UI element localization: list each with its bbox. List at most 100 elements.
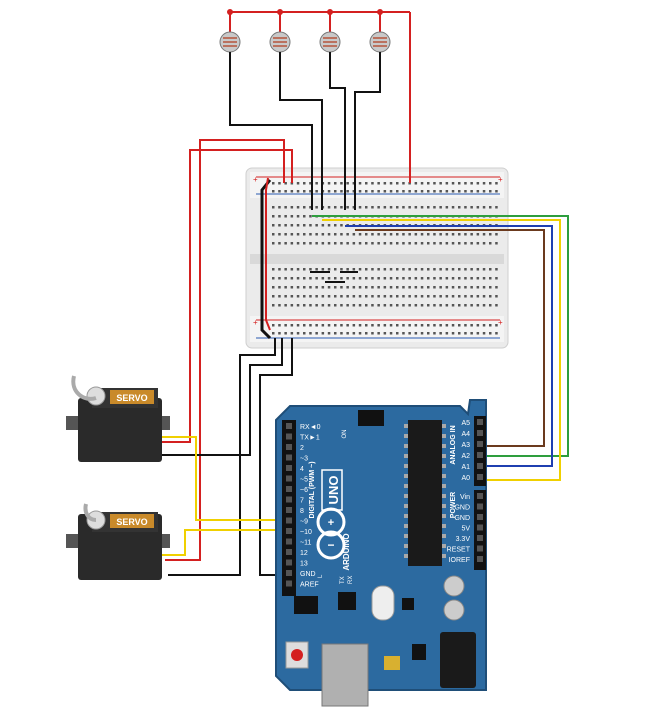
breadboard-hole [482, 182, 486, 185]
breadboard-hole [470, 206, 473, 209]
breadboard-hole [334, 182, 337, 185]
breadboard-hole [340, 190, 343, 193]
breadboard-hole [358, 277, 362, 280]
breadboard-hole [296, 277, 300, 280]
digital-pin-hole [286, 496, 292, 503]
breadboard-hole [414, 206, 418, 209]
power-pin-label: Vin [460, 494, 470, 501]
breadboard-hole [489, 206, 492, 209]
breadboard-hole [327, 277, 331, 280]
breadboard-hole [303, 324, 306, 327]
breadboard-hole [414, 182, 418, 185]
breadboard-hole [495, 332, 498, 335]
breadboard-hole [358, 242, 362, 245]
breadboard-hole [278, 224, 281, 227]
breadboard-hole [309, 332, 312, 335]
breadboard-hole [482, 277, 486, 280]
breadboard-hole [352, 190, 356, 193]
breadboard-hole [334, 277, 337, 280]
icsp-header [358, 410, 384, 426]
breadboard-hole [321, 304, 325, 307]
breadboard-hole [439, 268, 442, 271]
breadboard-hole [346, 206, 349, 209]
power-pin-label: IOREF [449, 557, 470, 564]
breadboard-hole [352, 286, 356, 289]
breadboard-hole [420, 304, 424, 307]
reset-button-cap[interactable] [291, 649, 303, 661]
breadboard-hole [451, 233, 455, 236]
analog-pin-hole [477, 474, 483, 480]
breadboard-hole [458, 268, 461, 271]
breadboard-hole [334, 233, 337, 236]
breadboard-hole [309, 286, 312, 289]
breadboard-hole [476, 242, 480, 245]
breadboard-hole [377, 304, 380, 307]
breadboard-hole [451, 190, 455, 193]
breadboard-hole [290, 295, 294, 298]
breadboard-hole [309, 242, 312, 245]
chip-pin [442, 464, 446, 468]
usb-port[interactable] [321, 643, 369, 707]
breadboard-hole [334, 206, 337, 209]
breadboard-hole [272, 233, 275, 236]
breadboard-hole [371, 332, 374, 335]
rx-label: RX [348, 576, 354, 584]
breadboard-hole [321, 268, 325, 271]
digital-pin-label: TX►1 [300, 435, 320, 442]
power-wires [162, 139, 293, 561]
breadboard-hole [408, 206, 411, 209]
breadboard-hole [296, 324, 300, 327]
breadboard-hole [327, 242, 331, 245]
breadboard-hole [495, 190, 498, 193]
breadboard-hole [303, 182, 306, 185]
breadboard-hole [408, 286, 411, 289]
breadboard-hole [489, 268, 492, 271]
breadboard-hole [284, 215, 287, 218]
breadboard-hole [377, 332, 380, 335]
breadboard-hole [427, 295, 430, 298]
breadboard-hole [383, 268, 387, 271]
breadboard-hole [396, 277, 399, 280]
breadboard-hole [495, 304, 498, 307]
breadboard-hole [365, 190, 368, 193]
atmega-chip [408, 420, 442, 566]
breadboard-hole [340, 277, 343, 280]
breadboard-hole [420, 277, 424, 280]
breadboard-hole [358, 206, 362, 209]
breadboard-hole [427, 277, 430, 280]
breadboard-hole [420, 242, 424, 245]
ldr-wires [229, 52, 381, 210]
breadboard-hole [340, 286, 343, 289]
breadboard-hole [482, 324, 486, 327]
breadboard-hole [482, 268, 486, 271]
breadboard-hole [296, 332, 300, 335]
breadboard-hole [296, 242, 300, 245]
breadboard-hole [451, 332, 455, 335]
breadboard-hole [352, 277, 356, 280]
breadboard-hole [495, 242, 498, 245]
breadboard-hole [278, 295, 281, 298]
breadboard-hole [489, 286, 492, 289]
power-jack[interactable] [440, 632, 476, 688]
breadboard-hole [482, 295, 486, 298]
breadboard-hole [464, 233, 467, 236]
breadboard-hole [495, 233, 498, 236]
plus-mark-icon: + [498, 318, 503, 327]
breadboard-hole [408, 295, 411, 298]
breadboard-hole [445, 332, 449, 335]
analog-pin-hole [477, 419, 483, 425]
breadboard-hole [489, 277, 492, 280]
breadboard-hole [445, 324, 449, 327]
breadboard-hole [445, 286, 449, 289]
breadboard-hole [482, 304, 486, 307]
svg-text:+: + [328, 517, 334, 529]
chip-pin [404, 474, 408, 478]
breadboard-hole [371, 190, 374, 193]
breadboard-hole [340, 233, 343, 236]
breadboard-hole [458, 295, 461, 298]
breadboard-hole [272, 242, 275, 245]
breadboard-hole [414, 304, 418, 307]
breadboard-hole [272, 286, 275, 289]
breadboard-hole [433, 206, 436, 209]
